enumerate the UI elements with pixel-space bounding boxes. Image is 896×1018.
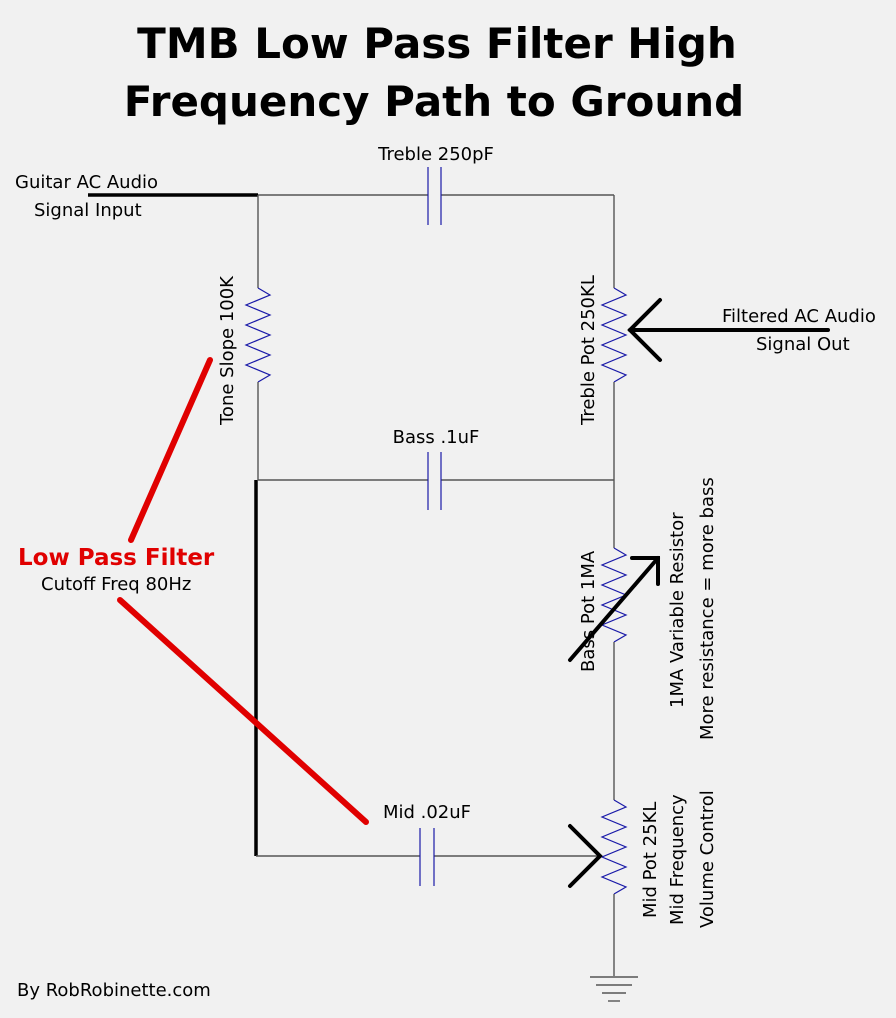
treble-pot-label: Treble Pot 250KL [578, 275, 599, 426]
red-pointer-lower [117, 597, 369, 825]
input-label-line-2: Signal Input [34, 200, 142, 221]
title-line-2: Frequency Path to Ground [124, 77, 745, 126]
input-label-line-1: Guitar AC Audio [15, 172, 158, 193]
mid-cap-label: Mid .02uF [383, 802, 471, 823]
credit-text: By RobRobinette.com [17, 980, 211, 1001]
treble-wiper-arrow-icon [627, 298, 830, 362]
title-line-1: TMB Low Pass Filter High [137, 19, 737, 68]
mid-desc-line-2: Volume Control [697, 790, 718, 928]
output-label-line-1: Filtered AC Audio [722, 306, 876, 327]
tone-slope-resistor [244, 287, 272, 383]
mid-pot-label: Mid Pot 25KL [640, 802, 661, 918]
filter-note-subtitle: Cutoff Freq 80Hz [41, 574, 191, 595]
filter-note-title: Low Pass Filter [18, 545, 215, 571]
bass-cap-label: Bass .1uF [393, 427, 480, 448]
mid-wiper-arrow-icon [568, 824, 603, 888]
output-label-line-2: Signal Out [756, 334, 850, 355]
ground-icon [590, 976, 638, 1002]
bass-capacitor [427, 452, 442, 510]
tone-slope-label: Tone Slope 100K [217, 275, 238, 426]
bass-desc-line-2: More resistance = more bass [697, 477, 718, 740]
variable-resistor-arrow-icon [568, 556, 660, 662]
mid-capacitor [419, 828, 435, 886]
red-pointer-upper [128, 357, 213, 543]
bass-pot-label: Bass Pot 1MA [578, 550, 599, 672]
treble-cap-label: Treble 250pF [377, 144, 494, 165]
mid-pot-resistor [600, 799, 628, 895]
treble-pot-resistor [600, 287, 628, 383]
bass-desc-line-1: 1MA Variable Resistor [667, 512, 688, 708]
treble-capacitor [427, 167, 442, 225]
bass-pot-resistor [600, 547, 628, 643]
mid-desc-line-1: Mid Frequency [667, 794, 688, 925]
